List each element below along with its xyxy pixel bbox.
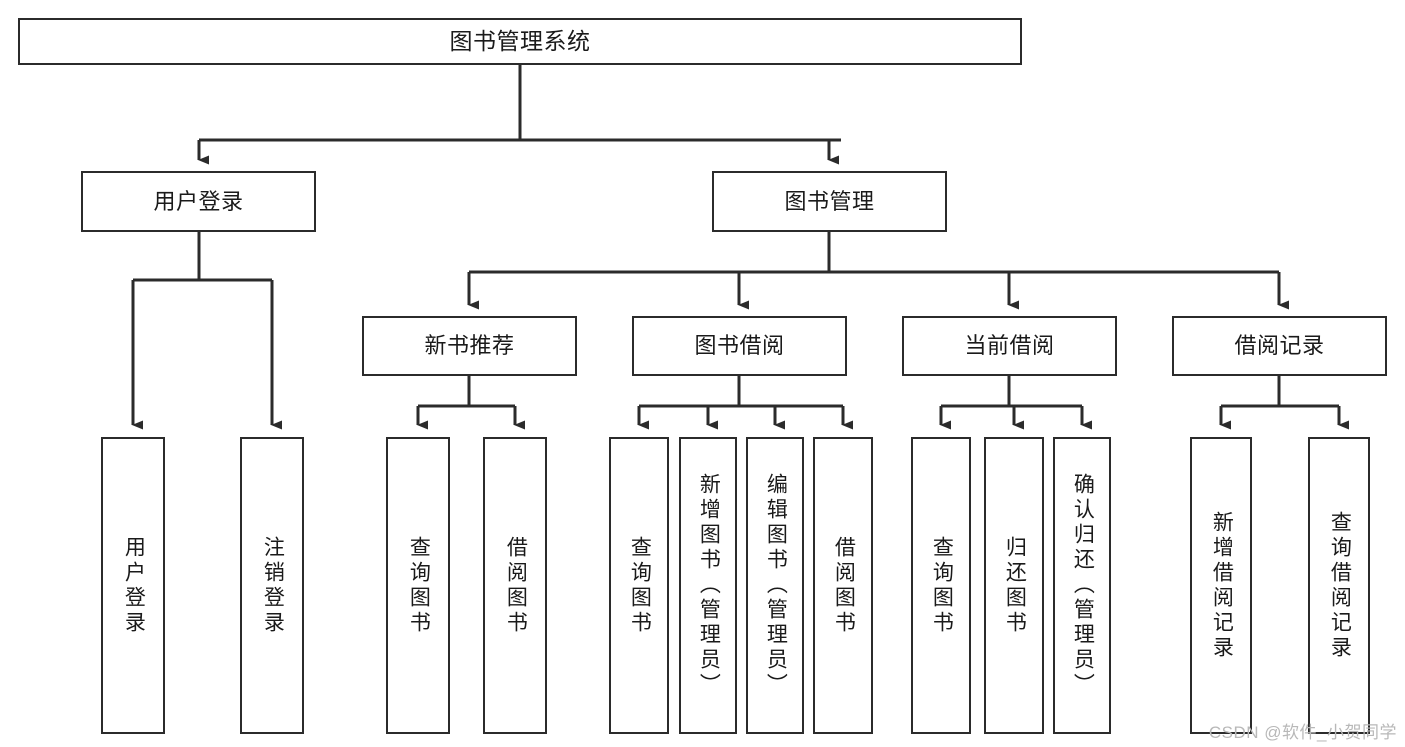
csdn-watermark: CSDN @软件_小贺同学	[1208, 723, 1397, 742]
leaf-borrow-book-rec[interactable]: 借阅图书	[483, 437, 547, 734]
leaf-user-logout-label: 注销登录	[261, 535, 285, 636]
node-book-borrow[interactable]: 图书借阅	[632, 316, 847, 376]
leaf-add-book-label: 新增图书（管理员）	[697, 473, 721, 698]
leaf-query-book-rec[interactable]: 查询图书	[386, 437, 450, 734]
leaf-user-logout[interactable]: 注销登录	[240, 437, 304, 734]
node-book-manage-label: 图书管理	[784, 188, 875, 214]
leaf-add-record-label: 新增借阅记录	[1210, 510, 1234, 661]
leaf-borrow-book-rec-label: 借阅图书	[504, 535, 528, 636]
node-current-borrow-label: 当前借阅	[964, 333, 1055, 359]
leaf-query-record[interactable]: 查询借阅记录	[1308, 437, 1370, 734]
leaf-edit-book-label: 编辑图书（管理员）	[764, 473, 788, 698]
node-new-book-recommend-label: 新书推荐	[424, 333, 515, 359]
node-book-manage[interactable]: 图书管理	[712, 171, 947, 232]
node-new-book-recommend[interactable]: 新书推荐	[362, 316, 577, 376]
node-borrow-record-label: 借阅记录	[1234, 333, 1325, 359]
node-root-label: 图书管理系统	[449, 27, 591, 54]
node-book-borrow-label: 图书借阅	[694, 333, 785, 359]
leaf-query-book-rec-label: 查询图书	[407, 535, 431, 636]
node-current-borrow[interactable]: 当前借阅	[902, 316, 1117, 376]
leaf-confirm-return[interactable]: 确认归还（管理员）	[1053, 437, 1111, 734]
leaf-query-record-label: 查询借阅记录	[1328, 510, 1352, 661]
node-root[interactable]: 图书管理系统	[18, 18, 1022, 65]
leaf-query-book-borrow[interactable]: 查询图书	[609, 437, 669, 734]
node-user-login-label: 用户登录	[153, 188, 244, 214]
leaf-user-login-label: 用户登录	[122, 535, 146, 636]
leaf-edit-book[interactable]: 编辑图书（管理员）	[746, 437, 804, 734]
leaf-confirm-return-label: 确认归还（管理员）	[1071, 473, 1095, 698]
leaf-query-book-cur-label: 查询图书	[930, 535, 954, 636]
leaf-query-book-cur[interactable]: 查询图书	[911, 437, 971, 734]
leaf-user-login[interactable]: 用户登录	[101, 437, 165, 734]
leaf-return-book[interactable]: 归还图书	[984, 437, 1044, 734]
leaf-borrow-book-label: 借阅图书	[832, 535, 856, 636]
leaf-add-record[interactable]: 新增借阅记录	[1190, 437, 1252, 734]
node-borrow-record[interactable]: 借阅记录	[1172, 316, 1387, 376]
leaf-add-book[interactable]: 新增图书（管理员）	[679, 437, 737, 734]
leaf-return-book-label: 归还图书	[1003, 535, 1027, 636]
node-user-login[interactable]: 用户登录	[81, 171, 316, 232]
leaf-borrow-book[interactable]: 借阅图书	[813, 437, 873, 734]
leaf-query-book-borrow-label: 查询图书	[628, 535, 652, 636]
